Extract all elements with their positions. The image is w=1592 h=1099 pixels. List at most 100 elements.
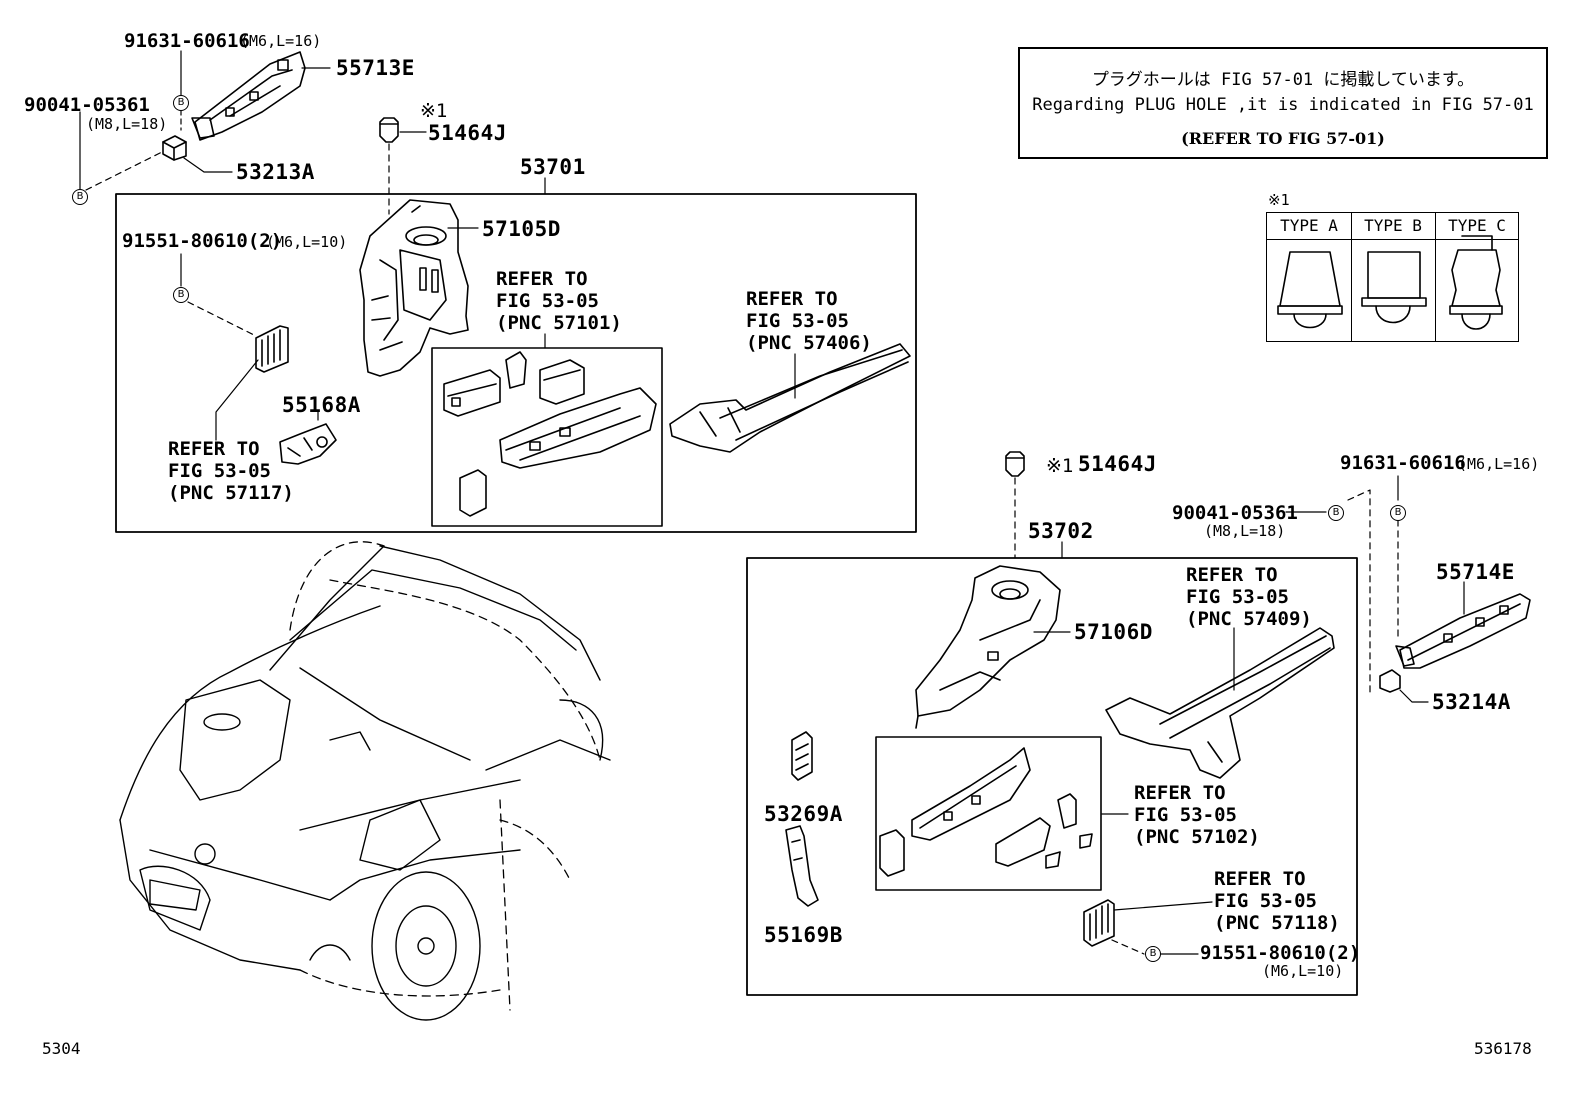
type-header: TYPE B	[1351, 213, 1435, 240]
refer-line: FIG 53-05	[1134, 804, 1237, 826]
type-table-marker: ※1	[1268, 191, 1290, 209]
refer-line: FIG 53-05	[1186, 586, 1289, 608]
star-note-marker: ※1	[420, 100, 448, 122]
part-53213a-drawing	[162, 135, 187, 161]
refer-line: (PNC 57118)	[1214, 912, 1340, 934]
part-number-57106d[interactable]: 57106D	[1074, 620, 1153, 644]
part-57406-drawing	[669, 343, 911, 453]
type-header: TYPE A	[1267, 213, 1351, 240]
plug-hole-note: プラグホールは FIG 57-01 に掲載しています。 Regarding PL…	[1018, 47, 1548, 159]
leaders-right	[1285, 475, 1465, 703]
star-note-marker: ※1	[1046, 455, 1074, 477]
refer-line: (PNC 57101)	[496, 312, 622, 334]
refer-line: REFER TO	[1214, 868, 1306, 890]
refer-line: (PNC 57409)	[1186, 608, 1312, 630]
grommet-type-a-drawing	[1277, 251, 1343, 329]
bolt-number-91551-bottom[interactable]: 91551-80610(2)	[1200, 942, 1361, 964]
note-line-refer[interactable]: (REFER TO FIG 57-01)	[1181, 129, 1385, 148]
leaders-top-left	[79, 50, 331, 191]
note-line-english: Regarding PLUG HOLE ,it is indicated in …	[1032, 95, 1534, 115]
parts-57102-drawing	[879, 747, 1093, 877]
part-57409-drawing	[1105, 627, 1335, 779]
part-number-53702[interactable]: 53702	[1028, 519, 1094, 543]
subgroup-box-57102	[875, 736, 1102, 891]
part-57118-drawing	[1083, 899, 1115, 947]
leaders-91551-top	[180, 253, 259, 441]
part-number-53214a[interactable]: 53214A	[1432, 690, 1511, 714]
bolt-marker-b: B	[72, 189, 88, 205]
refer-line: (PNC 57117)	[168, 482, 294, 504]
bolt-number-91551-top[interactable]: 91551-80610(2)	[122, 230, 283, 252]
group-box-53701	[115, 193, 917, 533]
bolt-marker-b: B	[173, 287, 189, 303]
part-55714e-drawing	[1395, 593, 1531, 669]
part-number-53269a[interactable]: 53269A	[764, 802, 843, 826]
part-number-55714e[interactable]: 55714E	[1436, 560, 1515, 584]
bolt-marker-b: B	[1328, 505, 1344, 521]
part-57106d-drawing	[915, 565, 1061, 729]
bolt-marker-b: B	[1145, 946, 1161, 962]
part-number-57105d[interactable]: 57105D	[482, 217, 561, 241]
part-number-51464j-top[interactable]: 51464J	[428, 121, 507, 145]
bolt-spec-91551-top: (M6,L=10)	[266, 233, 348, 251]
bolt-spec-90041-top: (M8,L=18)	[86, 115, 168, 133]
figure-number: 5304	[42, 1039, 81, 1058]
refer-line: FIG 53-05	[1214, 890, 1317, 912]
refer-note-57409[interactable]: REFER TO FIG 53-05 (PNC 57409)	[1186, 564, 1312, 630]
grommet-type-table: TYPE A TYPE B TYPE C	[1266, 212, 1519, 342]
part-number-55713e[interactable]: 55713E	[336, 56, 415, 80]
bolt-spec-91631-top: (M6,L=16)	[240, 32, 322, 50]
bolt-marker-b: B	[1390, 505, 1406, 521]
grommet-51464j-right	[1005, 451, 1025, 559]
refer-line: FIG 53-05	[746, 310, 849, 332]
grommet-51464j-top	[379, 117, 427, 215]
refer-line: (PNC 57102)	[1134, 826, 1260, 848]
illustration-id: 536178	[1474, 1039, 1532, 1058]
grommet-type-b-drawing	[1361, 251, 1427, 324]
part-number-51464j-right[interactable]: 51464J	[1078, 452, 1157, 476]
part-55713e-drawing	[191, 51, 306, 141]
type-header: TYPE C	[1435, 213, 1519, 240]
part-number-53213a[interactable]: 53213A	[236, 160, 315, 184]
bolt-spec-90041-right: (M8,L=18)	[1204, 522, 1286, 540]
part-number-53701[interactable]: 53701	[520, 155, 586, 179]
part-57105d-drawing	[359, 199, 469, 377]
type-column-a: TYPE A	[1267, 213, 1352, 341]
bolt-number-91631-right[interactable]: 91631-60616	[1340, 452, 1466, 474]
part-57117-drawing	[255, 325, 289, 373]
parts-57101-drawing	[443, 351, 657, 517]
subgroup-box-57101	[431, 347, 663, 527]
bolt-marker-b: B	[173, 95, 189, 111]
grommet-type-c-drawing	[1449, 235, 1503, 330]
refer-line: REFER TO	[746, 288, 838, 310]
bolt-number-90041-right[interactable]: 90041-05361	[1172, 502, 1298, 524]
refer-note-57101[interactable]: REFER TO FIG 53-05 (PNC 57101)	[496, 268, 622, 334]
refer-line: REFER TO	[168, 438, 260, 460]
part-53269a-drawing	[791, 731, 813, 781]
refer-note-57118[interactable]: REFER TO FIG 53-05 (PNC 57118)	[1214, 868, 1340, 934]
refer-note-57406[interactable]: REFER TO FIG 53-05 (PNC 57406)	[746, 288, 872, 354]
car-illustration	[119, 545, 611, 1021]
bolt-spec-91631-right: (M6,L=16)	[1458, 455, 1540, 473]
part-number-55168a[interactable]: 55168A	[282, 393, 361, 417]
leaders-57118	[1111, 901, 1213, 955]
note-line-japanese: プラグホールは FIG 57-01 に掲載しています。	[1091, 70, 1475, 90]
bolt-number-91631-top[interactable]: 91631-60616	[124, 30, 250, 52]
refer-note-57102[interactable]: REFER TO FIG 53-05 (PNC 57102)	[1134, 782, 1260, 848]
car-dashed-lines	[289, 541, 601, 1011]
refer-line: REFER TO	[1134, 782, 1226, 804]
part-53214a-drawing	[1379, 669, 1401, 693]
group-box-53702	[746, 557, 1358, 996]
refer-note-57117[interactable]: REFER TO FIG 53-05 (PNC 57117)	[168, 438, 294, 504]
part-55168a-drawing	[279, 423, 337, 465]
bolt-number-90041-top[interactable]: 90041-05361	[24, 94, 150, 116]
refer-line: FIG 53-05	[168, 460, 271, 482]
part-number-55169b[interactable]: 55169B	[764, 923, 843, 947]
refer-line: REFER TO	[496, 268, 588, 290]
refer-line: (PNC 57406)	[746, 332, 872, 354]
refer-line: REFER TO	[1186, 564, 1278, 586]
type-column-b: TYPE B	[1351, 213, 1436, 341]
part-55169b-drawing	[785, 825, 819, 907]
bolt-spec-91551-bottom: (M6,L=10)	[1262, 962, 1344, 980]
